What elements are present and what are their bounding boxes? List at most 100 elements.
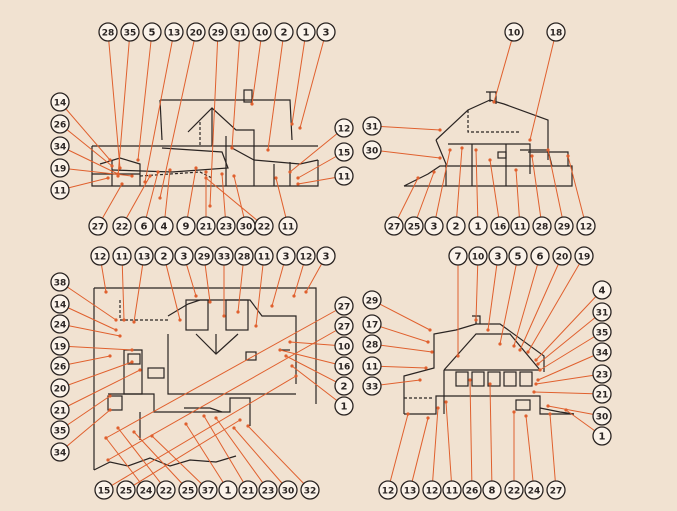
leader-line bbox=[59, 323, 121, 337]
callout-number: 12 bbox=[338, 124, 351, 134]
leader-dot bbox=[438, 128, 442, 132]
leader-line bbox=[285, 355, 345, 387]
callout-front-elevation-23: 23 bbox=[216, 216, 236, 236]
leader-line bbox=[133, 431, 189, 491]
leader-dot bbox=[118, 334, 122, 338]
callout-rear-elevation-13: 13 bbox=[134, 246, 154, 266]
callout-circle bbox=[546, 480, 566, 500]
leader-dot bbox=[270, 304, 274, 308]
callout-number: 19 bbox=[54, 164, 67, 174]
callout-number: 13 bbox=[168, 28, 181, 38]
leader-dot bbox=[104, 290, 108, 294]
leader-dot bbox=[488, 382, 492, 386]
callout-rear-elevation-23: 23 bbox=[258, 480, 278, 500]
callout-rear-elevation-19: 19 bbox=[50, 336, 70, 356]
callout-number: 1 bbox=[599, 431, 606, 442]
callout-left-elevation-3: 3 bbox=[488, 246, 508, 266]
callout-rear-elevation-11: 11 bbox=[254, 246, 274, 266]
callout-side-elevation-3: 3 bbox=[424, 216, 444, 236]
leader-dot bbox=[416, 176, 420, 180]
callout-rear-elevation-2: 2 bbox=[334, 376, 354, 396]
callout-number: 31 bbox=[234, 28, 247, 38]
callout-number: 29 bbox=[212, 28, 225, 38]
callout-number: 16 bbox=[494, 222, 507, 232]
callout-circle bbox=[50, 314, 70, 334]
leader-line bbox=[535, 373, 603, 385]
callout-circle bbox=[50, 420, 70, 440]
callout-circle bbox=[134, 246, 154, 266]
callout-left-elevation-12: 12 bbox=[378, 480, 398, 500]
callout-number: 21 bbox=[242, 486, 255, 496]
callout-left-elevation-28: 28 bbox=[362, 334, 382, 354]
callout-number: 12 bbox=[300, 252, 313, 262]
leader-dot bbox=[222, 314, 226, 318]
callout-number: 27 bbox=[550, 486, 563, 496]
callout-circle bbox=[334, 396, 354, 416]
callout-circle bbox=[50, 294, 70, 314]
callout-number: 8 bbox=[489, 485, 496, 496]
callout-left-elevation-1: 1 bbox=[592, 426, 612, 446]
callout-left-elevation-4: 4 bbox=[592, 280, 612, 300]
callout-front-elevation-29: 29 bbox=[208, 22, 228, 42]
callout-circle bbox=[196, 216, 216, 236]
callout-rear-elevation-12: 12 bbox=[90, 246, 110, 266]
leader-line bbox=[185, 167, 197, 227]
callout-number: 12 bbox=[580, 222, 593, 232]
callout-side-elevation-1: 1 bbox=[468, 216, 488, 236]
callout-rear-elevation-16: 16 bbox=[334, 356, 354, 376]
callout-number: 27 bbox=[388, 222, 401, 232]
callout-circle bbox=[112, 216, 132, 236]
leader-line bbox=[117, 427, 167, 491]
callout-number: 28 bbox=[366, 340, 379, 350]
leader-line bbox=[387, 413, 409, 491]
callout-rear-elevation-38: 38 bbox=[50, 272, 70, 292]
leader-line bbox=[59, 361, 133, 389]
callout-left-elevation-17: 17 bbox=[362, 314, 382, 334]
leader-dot bbox=[214, 416, 218, 420]
callout-circle bbox=[164, 22, 184, 42]
callout-circle bbox=[468, 246, 488, 266]
leader-line bbox=[231, 31, 241, 149]
callout-number: 11 bbox=[446, 486, 459, 496]
callout-rear-elevation-15: 15 bbox=[94, 480, 114, 500]
callout-circle bbox=[50, 114, 70, 134]
callout-number: 13 bbox=[138, 252, 151, 262]
callout-number: 4 bbox=[599, 285, 606, 296]
leader-dot bbox=[150, 434, 154, 438]
callout-side-elevation-31: 31 bbox=[362, 116, 382, 136]
callout-rear-elevation-12: 12 bbox=[296, 246, 316, 266]
callout-number: 24 bbox=[528, 486, 541, 496]
leader-dot bbox=[108, 158, 112, 162]
callout-circle bbox=[316, 22, 336, 42]
callout-front-elevation-28: 28 bbox=[98, 22, 118, 42]
callout-rear-elevation-1: 1 bbox=[334, 396, 354, 416]
callout-number: 30 bbox=[282, 486, 295, 496]
leader-dot bbox=[546, 404, 550, 408]
callout-number: 3 bbox=[323, 251, 330, 262]
leader-line bbox=[537, 311, 603, 365]
callout-side-elevation-16: 16 bbox=[490, 216, 510, 236]
callout-number: 14 bbox=[54, 98, 67, 108]
leader-line bbox=[59, 369, 141, 411]
leader-dot bbox=[290, 122, 294, 126]
callout-number: 10 bbox=[472, 252, 485, 262]
callout-circle bbox=[296, 246, 316, 266]
leader-dot bbox=[288, 170, 292, 174]
callout-number: 5 bbox=[149, 27, 156, 38]
callout-circle bbox=[176, 216, 196, 236]
callout-left-elevation-33: 33 bbox=[362, 376, 382, 396]
leader-dot bbox=[138, 368, 142, 372]
leader-dot bbox=[546, 148, 550, 152]
leader-line bbox=[455, 147, 463, 227]
callout-number: 37 bbox=[202, 486, 215, 496]
leader-dot bbox=[194, 294, 198, 298]
callout-front-elevation-10: 10 bbox=[252, 22, 272, 42]
callout-circle bbox=[254, 216, 274, 236]
callout-number: 19 bbox=[54, 342, 67, 352]
callout-number: 33 bbox=[366, 382, 379, 392]
callout-circle bbox=[252, 22, 272, 42]
callout-circle bbox=[592, 406, 612, 426]
callout-side-elevation-12: 12 bbox=[576, 216, 596, 236]
callout-left-elevation-35: 35 bbox=[592, 322, 612, 342]
